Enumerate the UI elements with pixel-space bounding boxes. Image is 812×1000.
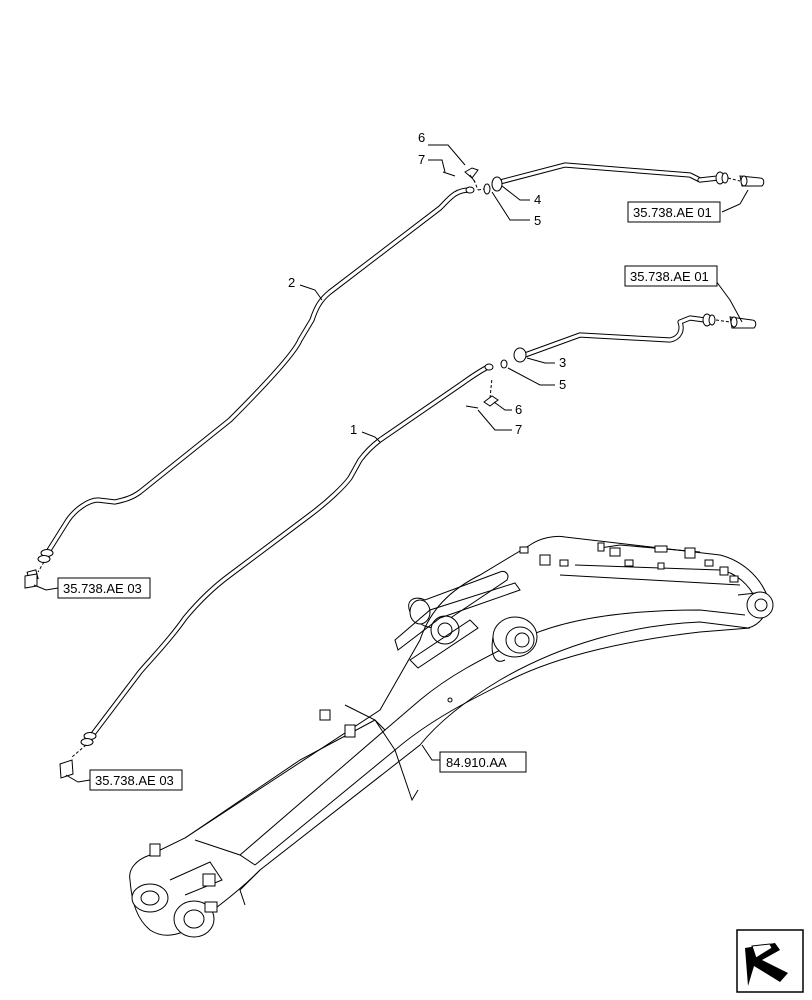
callout-7-top: 7 bbox=[418, 152, 425, 167]
ref-left-lower-label: 35.738.AE 03 bbox=[95, 773, 174, 788]
callout-5-top: 5 bbox=[534, 213, 541, 228]
pipe-upper-right bbox=[442, 162, 765, 195]
callout-2: 2 bbox=[288, 275, 295, 290]
ref-boom[interactable]: 84.910.AA bbox=[439, 751, 527, 773]
leader-lines bbox=[33, 144, 749, 783]
ref-left-lower[interactable]: 35.738.AE 03 bbox=[89, 769, 183, 791]
callout-1: 1 bbox=[350, 422, 357, 437]
ref-top-right[interactable]: 35.738.AE 01 bbox=[627, 201, 721, 223]
ref-boom-label: 84.910.AA bbox=[446, 755, 507, 770]
ref-left-upper-label: 35.738.AE 03 bbox=[63, 581, 142, 596]
callout-4: 4 bbox=[534, 192, 541, 207]
pipe-2 bbox=[24, 186, 475, 589]
ref-mid-right-label: 35.738.AE 01 bbox=[630, 269, 709, 284]
callout-3: 3 bbox=[559, 355, 566, 370]
pipe-1 bbox=[59, 363, 494, 779]
callout-5-mid: 5 bbox=[559, 377, 566, 392]
next-page-arrow-icon[interactable] bbox=[736, 929, 804, 993]
callout-7-mid: 7 bbox=[515, 422, 522, 437]
boom-assembly bbox=[129, 535, 774, 938]
ref-mid-right[interactable]: 35.738.AE 01 bbox=[624, 265, 718, 287]
pipe-middle-right bbox=[465, 313, 757, 409]
callout-6-mid: 6 bbox=[515, 402, 522, 417]
callout-6-top: 6 bbox=[418, 130, 425, 145]
ref-left-upper[interactable]: 35.738.AE 03 bbox=[57, 577, 151, 599]
ref-top-right-label: 35.738.AE 01 bbox=[633, 205, 712, 220]
